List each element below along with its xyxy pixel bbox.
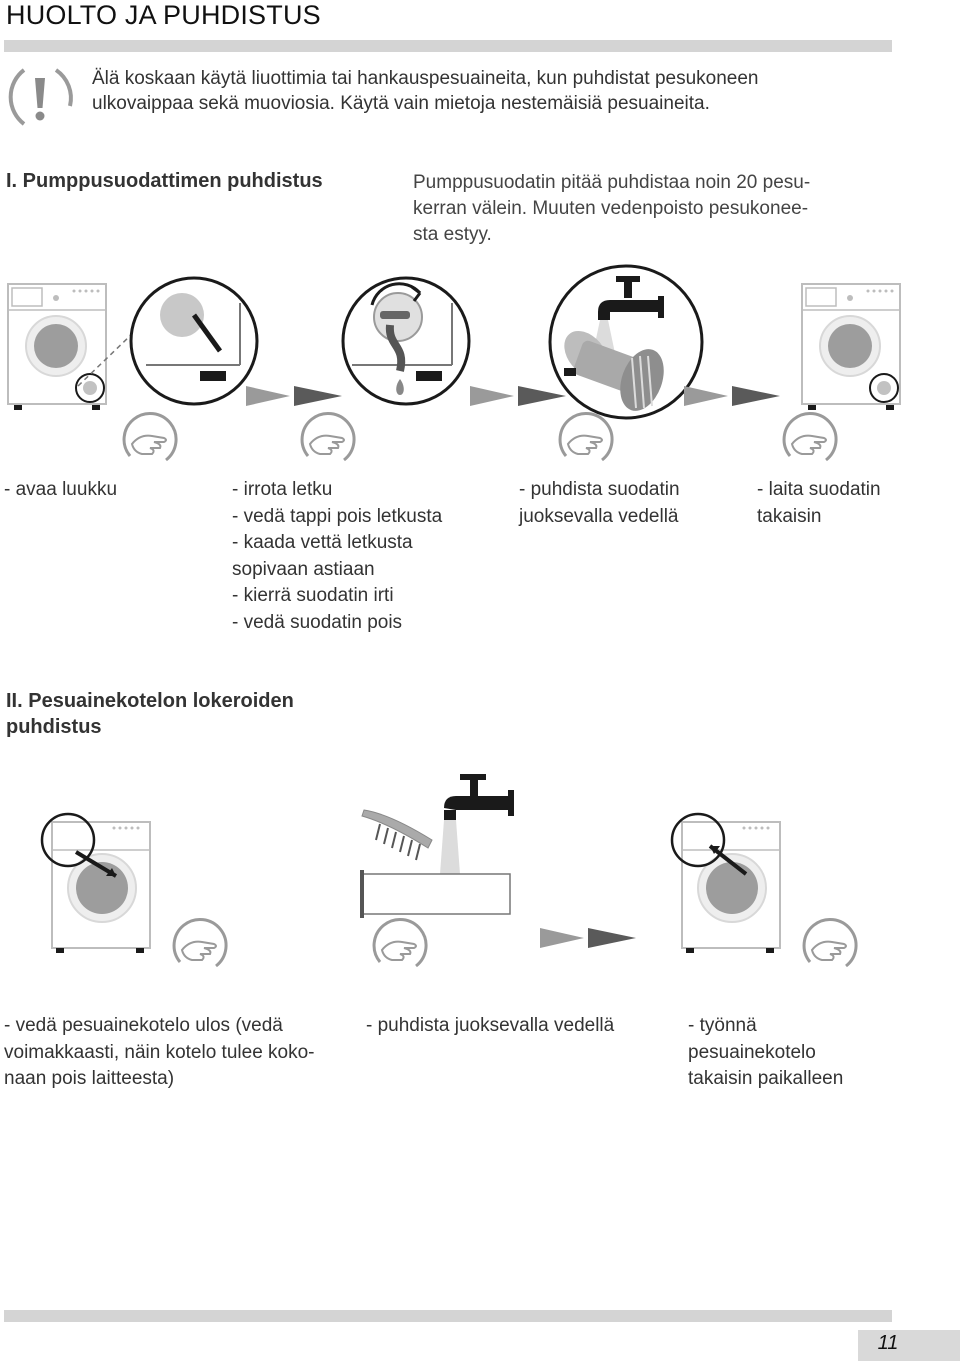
step-line: - vedä tappi pois letkusta	[232, 505, 443, 527]
double-arrow-icon	[470, 386, 566, 406]
step-line: - puhdista suodatin	[519, 479, 680, 500]
hand-icon	[300, 411, 356, 462]
hand-icon	[782, 411, 838, 462]
hand-icon	[172, 917, 228, 968]
step-line: - vedä pesuainekotelo ulos (vedä	[4, 1015, 283, 1036]
step-line: - laita suodatin	[757, 479, 881, 500]
step-text: - puhdista suodatin juoksevalla vedellä	[519, 477, 739, 530]
step-line: - työnnä	[688, 1015, 757, 1036]
washing-machine-drawer-illustration	[40, 812, 151, 953]
step-line: - puhdista juoksevalla vedellä	[366, 1015, 615, 1036]
double-arrow-icon	[246, 386, 342, 406]
section1-heading: I. Pumppusuodattimen puhdistus	[6, 170, 323, 192]
warning-text: Älä koskaan käytä liuottimia tai hankaus…	[92, 66, 902, 116]
brush-and-tap-illustration	[360, 774, 514, 918]
double-arrow-icon	[684, 386, 780, 406]
step-text: - avaa luukku	[4, 477, 204, 504]
page-number: 11	[877, 1332, 899, 1354]
drain-hose-closeup	[341, 276, 471, 406]
hand-icon	[802, 917, 858, 968]
hand-icon	[558, 411, 614, 462]
service-flap-closeup	[129, 276, 259, 406]
step-line: voimakkaasti, näin kotelo tulee koko-	[4, 1041, 315, 1063]
step-line: pesuainekotelo	[688, 1041, 816, 1063]
heading-line: II. Pesuainekotelon lokeroiden	[6, 690, 294, 712]
filter-under-tap-closeup	[548, 264, 704, 420]
step-text: - vedä pesuainekotelo ulos (vedä voimakk…	[4, 1013, 364, 1093]
warning-line: Älä koskaan käytä liuottimia tai hankaus…	[92, 68, 759, 89]
page-number-box	[858, 1330, 960, 1361]
footer-divider	[4, 1310, 892, 1322]
step-text: - työnnä pesuainekotelo takaisin paikall…	[688, 1013, 918, 1093]
hand-icon	[122, 411, 178, 462]
step-line: juoksevalla vedellä	[519, 505, 679, 527]
step-line: - kierrä suodatin irti	[232, 585, 394, 606]
double-arrow-icon	[540, 928, 636, 948]
heading-line: puhdistus	[6, 716, 102, 738]
step-line: takaisin	[757, 505, 822, 527]
step-line: naan pois laitteesta)	[4, 1068, 175, 1089]
warning-line: ulkovaippaa sekä muoviosia. Käytä vain m…	[92, 93, 710, 114]
page-title: HUOLTO JA PUHDISTUS	[6, 0, 321, 30]
description-line: Pumppusuodatin pitää puhdistaa noin 20 p…	[413, 172, 811, 193]
step-text: - irrota letku - vedä tappi pois letkust…	[232, 477, 502, 636]
step-text: - laita suodatin takaisin	[757, 477, 947, 530]
section2-heading: II. Pesuainekotelon lokeroiden puhdistus	[6, 688, 294, 740]
step-line: sopivaan astiaan	[232, 558, 375, 580]
header-divider	[4, 40, 892, 52]
washing-machine-illustration	[801, 283, 901, 410]
step-line: takaisin paikalleen	[688, 1068, 844, 1089]
section1-description: Pumppusuodatin pitää puhdistaa noin 20 p…	[413, 170, 883, 248]
washing-machine-illustration	[7, 283, 107, 410]
dashed-line	[77, 333, 133, 387]
description-line: sta estyy.	[413, 224, 492, 245]
step-line: - kaada vettä letkusta	[232, 532, 413, 553]
step-text: - puhdista juoksevalla vedellä	[366, 1013, 666, 1040]
step-line: - irrota letku	[232, 479, 333, 500]
description-line: kerran välein. Muuten vedenpoisto pesuko…	[413, 198, 809, 219]
washing-machine-drawer-illustration	[670, 812, 781, 953]
step-line: - vedä suodatin pois	[232, 611, 403, 633]
hand-icon	[372, 917, 428, 968]
exclamation-icon	[8, 68, 73, 126]
step-line: - avaa luukku	[4, 479, 118, 500]
